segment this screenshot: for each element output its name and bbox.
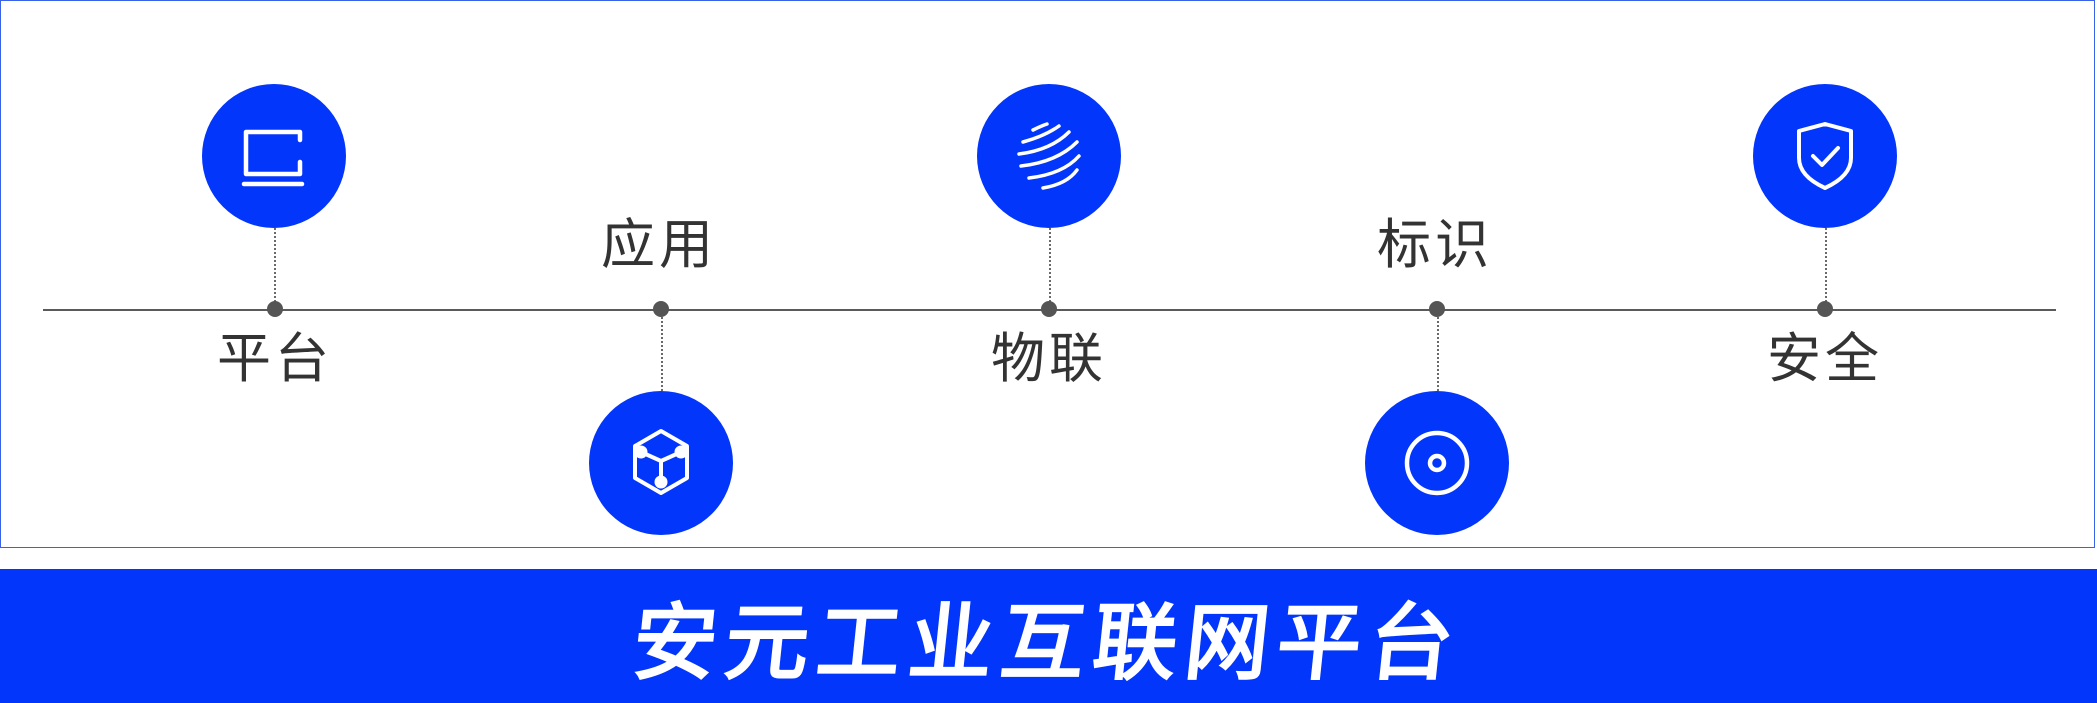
timeline-dot-4: [1429, 301, 1445, 317]
timeline-dot-3: [1041, 301, 1057, 317]
node-label-iot: 物联: [991, 327, 1107, 390]
node-label-application: 应用: [601, 213, 717, 276]
target-icon-circle: [1365, 391, 1509, 535]
connector-5: [1825, 228, 1827, 302]
connector-3: [1049, 228, 1051, 302]
shield-check-icon-circle: [1753, 84, 1897, 228]
timeline-dot-2: [653, 301, 669, 317]
connector-4: [1437, 317, 1439, 391]
target-icon: [1404, 430, 1470, 496]
globe-icon: [1017, 122, 1081, 190]
connector-2: [661, 317, 663, 391]
node-label-identifier: 标识: [1377, 213, 1493, 276]
laptop-icon: [241, 129, 305, 187]
connector-1: [274, 228, 276, 302]
laptop-icon-circle: [202, 84, 346, 228]
globe-icon-circle: [977, 84, 1121, 228]
cube-network-icon: [633, 429, 689, 495]
diagram-frame: 平台 应用 物联 标识: [0, 0, 2095, 548]
node-label-security: 安全: [1767, 327, 1883, 390]
cube-network-icon-circle: [589, 391, 733, 535]
timeline-dot-5: [1817, 301, 1833, 317]
shield-check-icon: [1797, 122, 1853, 190]
node-label-platform: 平台: [217, 327, 333, 390]
banner-title: 安元工业互联网平台: [628, 593, 1467, 692]
title-banner: 安元工业互联网平台: [0, 569, 2097, 703]
timeline-dot-1: [267, 301, 283, 317]
